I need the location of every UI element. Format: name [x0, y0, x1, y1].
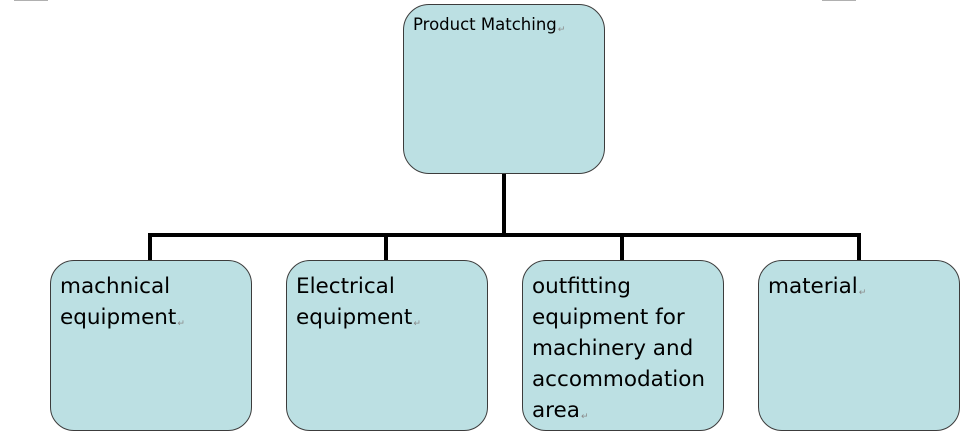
root-node-product-matching: Product Matching↵	[403, 4, 605, 174]
paragraph-mark: ↵	[177, 319, 185, 329]
paragraph-mark: ↵	[413, 319, 421, 329]
child-node-material: material↵	[758, 260, 960, 431]
child-node-label: material	[768, 274, 858, 299]
connector-drop-electrical	[384, 233, 388, 261]
paragraph-mark: ↵	[580, 412, 589, 422]
child-node-outfitting-equipment: outfitting equipment for machinery and a…	[522, 260, 724, 431]
child-node-label: Electrical equipment	[296, 274, 413, 330]
root-node-label: Product Matching	[413, 15, 557, 34]
connector-drop-mechanical	[148, 233, 152, 261]
connector-drop-outfitting	[620, 233, 624, 261]
connector-horizontal-bar	[148, 233, 861, 237]
top-right-edge-mark	[822, 0, 856, 1]
child-node-label: machnical equipment	[60, 274, 177, 330]
top-left-edge-mark	[14, 0, 48, 1]
paragraph-mark: ↵	[557, 25, 566, 35]
child-node-mechanical-equipment: machnical equipment↵	[50, 260, 252, 431]
child-node-label: outfitting equipment for machinery and a…	[532, 274, 706, 423]
child-node-electrical-equipment: Electrical equipment↵	[286, 260, 488, 431]
connector-root-stem	[502, 174, 506, 236]
connector-drop-material	[857, 233, 861, 261]
paragraph-mark: ↵	[858, 288, 867, 298]
